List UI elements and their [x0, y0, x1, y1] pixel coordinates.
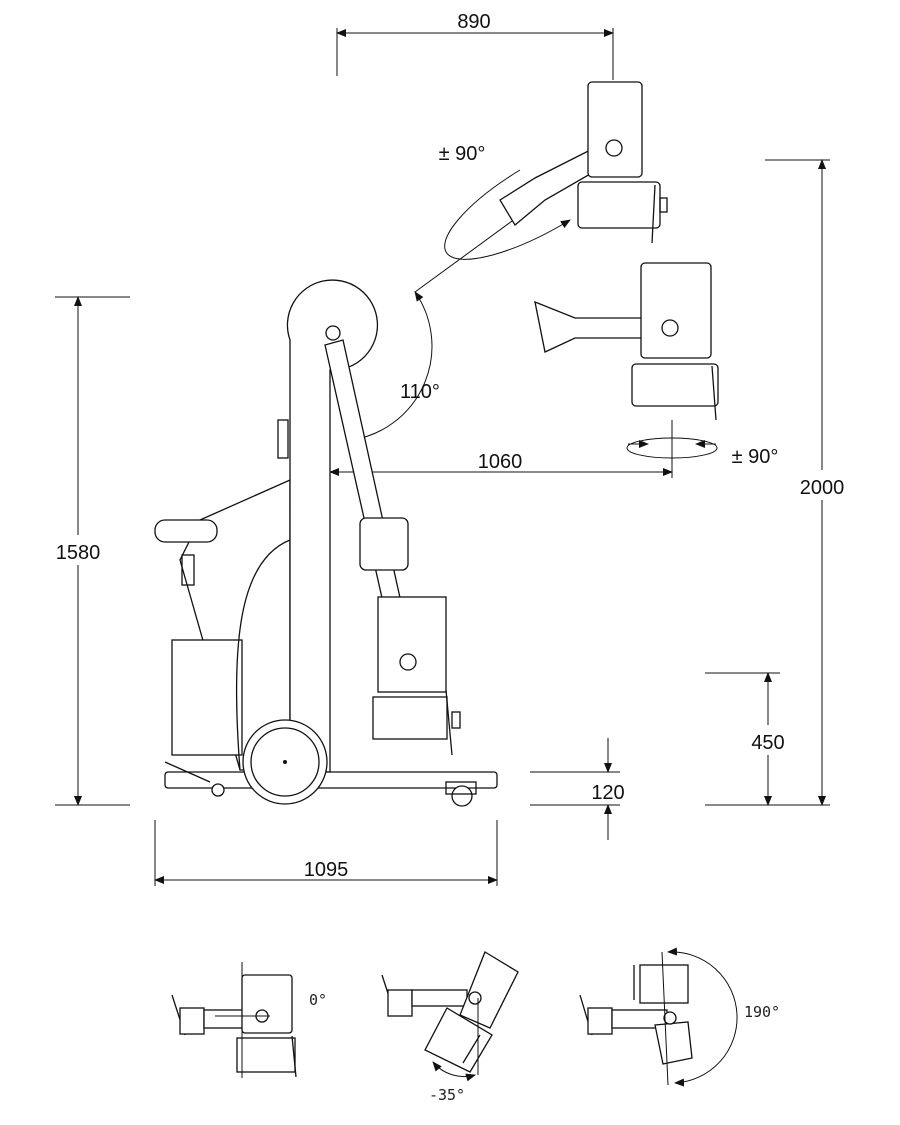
label-rotation-right: ± 90°	[732, 446, 779, 468]
label-rotation-top: ± 90°	[439, 143, 486, 165]
label-1580: 1580	[56, 542, 101, 564]
head-view-190: 190°	[579, 947, 780, 1087]
label-1060: 1060	[478, 451, 523, 473]
xray-unit	[154, 279, 498, 807]
head-view-0: 0°	[171, 962, 327, 1078]
label-minus35deg: -35°	[429, 1086, 465, 1104]
label-0deg: 0°	[309, 991, 327, 1009]
dimension-450: 450	[705, 672, 785, 806]
label-1095: 1095	[304, 859, 349, 881]
extended-arm-middle	[534, 262, 719, 459]
dimension-1095: 1095	[154, 820, 498, 886]
dimension-2000: 2000	[705, 159, 845, 806]
angle-110: 110°	[351, 147, 613, 443]
dimension-120: 120	[530, 738, 625, 840]
label-2000: 2000	[800, 477, 845, 499]
label-450: 450	[751, 732, 784, 754]
extended-arm-top	[444, 81, 668, 260]
dimension-1060: 1060	[329, 420, 673, 478]
label-110: 110°	[400, 381, 440, 403]
dimension-1580: 1580	[55, 296, 130, 806]
label-190deg: 190°	[744, 1003, 780, 1021]
label-890: 890	[457, 11, 490, 33]
dimension-890: 890	[336, 11, 614, 80]
head-view-minus35: -35°	[381, 951, 519, 1104]
label-120: 120	[591, 782, 624, 804]
